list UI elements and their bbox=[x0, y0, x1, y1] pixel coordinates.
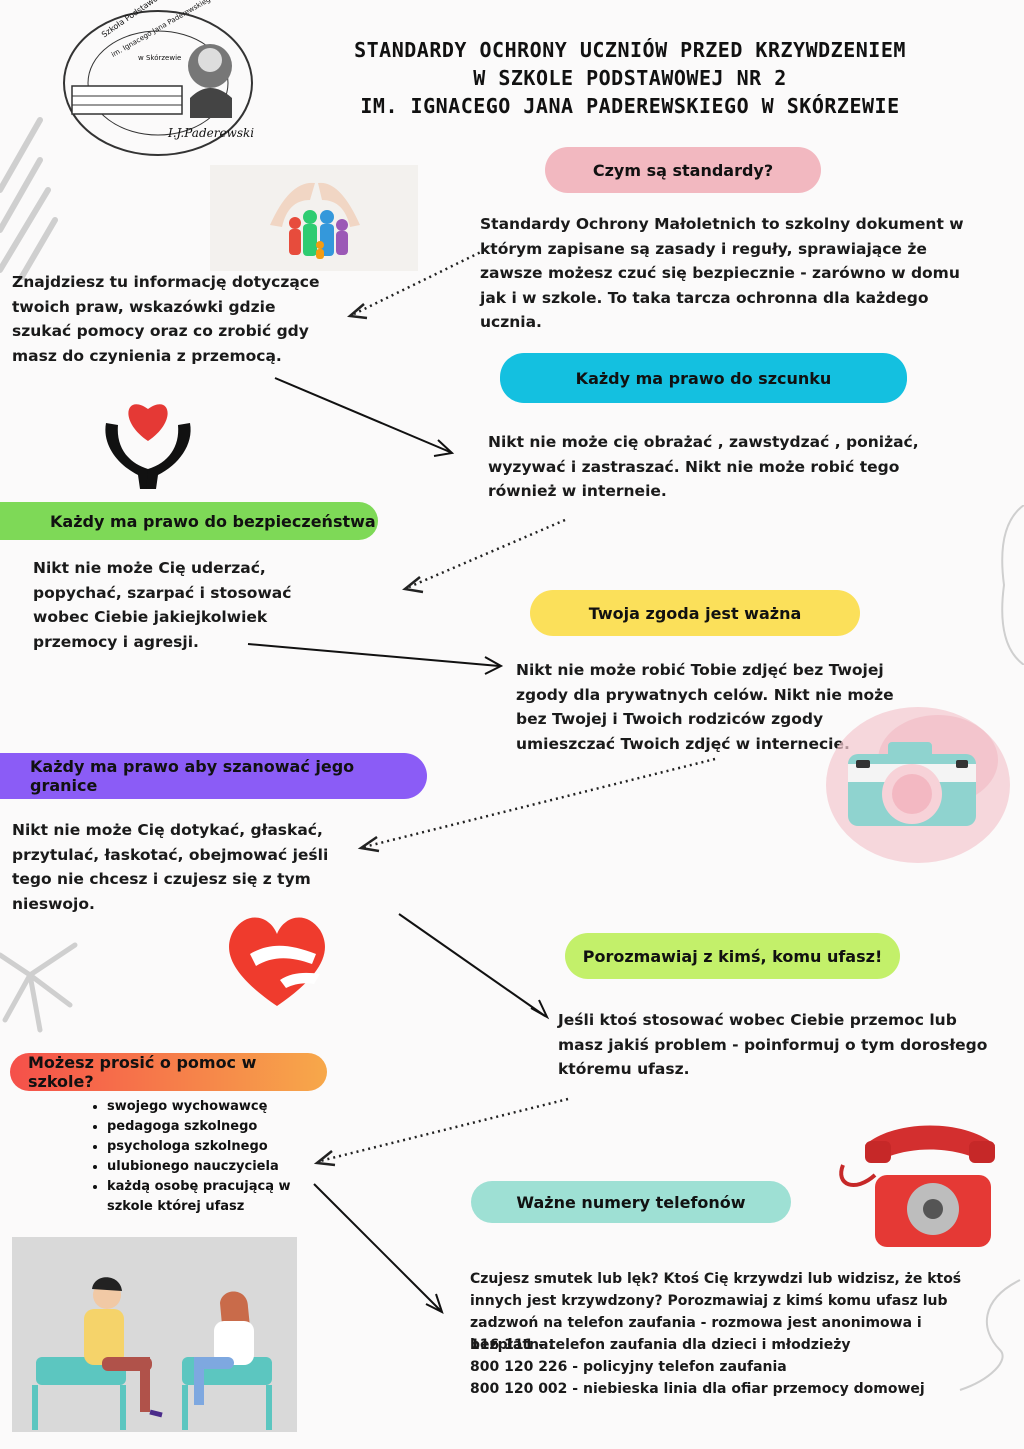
logo-school-line3: w Skórzewie bbox=[138, 54, 182, 62]
list-item: swojego wychowawcę bbox=[107, 1097, 317, 1117]
solid-arrow bbox=[313, 1183, 444, 1314]
text-intro: Znajdziesz tu informację dotyczące twoic… bbox=[12, 273, 320, 365]
solid-arrow bbox=[398, 913, 550, 1020]
heading-help: Możesz prosić o pomoc w szkole? bbox=[10, 1053, 327, 1091]
phone-line-1: 116 111 - telefon zaufania dla dzieci i … bbox=[470, 1337, 851, 1353]
heading-safety: Każdy ma prawo do bezpieczeństwa bbox=[0, 502, 378, 540]
dotted-arrow bbox=[347, 248, 486, 320]
heading-respect: Każdy ma prawo do szcunku bbox=[500, 353, 907, 403]
camera-icon bbox=[818, 690, 1024, 870]
text-respect: Nikt nie może cię obrażać , zawstydzać ,… bbox=[488, 433, 919, 500]
phone-line-3: 800 120 002 - niebieska linia dla ofiar … bbox=[470, 1381, 925, 1397]
heart-hands-icon bbox=[98, 385, 198, 493]
text-boundaries: Nikt nie może Cię dotykać, głaskać, przy… bbox=[12, 821, 329, 913]
dotted-arrow bbox=[313, 1097, 569, 1167]
dotted-arrow bbox=[402, 518, 566, 594]
text-safety: Nikt nie może Cię uderzać, popychać, sza… bbox=[33, 559, 292, 651]
title-line1: STANDARDY OCHRONY UCZNIÓW PRZED KRZYWDZE… bbox=[354, 38, 906, 62]
list-item: ulubionego nauczyciela bbox=[107, 1157, 317, 1177]
logo-signature: I.J.Paderewski bbox=[168, 126, 255, 140]
heading-consent: Twoja zgoda jest ważna bbox=[530, 590, 860, 636]
counseling-illustration bbox=[12, 1237, 297, 1432]
page-title: STANDARDY OCHRONY UCZNIÓW PRZED KRZYWDZE… bbox=[250, 36, 1010, 120]
heading-what: Czym są standardy? bbox=[545, 147, 821, 193]
dotted-arrow bbox=[357, 757, 716, 853]
family-protect-image bbox=[210, 165, 418, 271]
text-what: Standardy Ochrony Małoletnich to szkolny… bbox=[480, 215, 964, 331]
squiggle-decoration bbox=[959, 1279, 1021, 1391]
text-talk: Jeśli ktoś stosować wobec Ciebie przemoc… bbox=[558, 1011, 988, 1078]
list-item: psychologa szkolnego bbox=[107, 1137, 317, 1157]
list-item: pedagoga szkolnego bbox=[107, 1117, 317, 1137]
school-logo: Szkoła Podstawowa nr 2 im. Ignacego Jana… bbox=[60, 0, 255, 158]
hug-heart-icon bbox=[220, 910, 335, 1010]
title-line2: W SZKOLE PODSTAWOWEJ NR 2 bbox=[473, 66, 787, 90]
text-phones-intro: Czujesz smutek lub lęk? Ktoś Cię krzywdz… bbox=[470, 1271, 962, 1353]
solid-arrow bbox=[247, 643, 504, 675]
phone-line-2: 800 120 226 - policyjny telefon zaufania bbox=[470, 1359, 787, 1375]
list-item: każdą osobę pracującą w szkole której uf… bbox=[107, 1177, 317, 1217]
solid-arrow bbox=[274, 377, 455, 457]
help-list: swojego wychowawcę pedagoga szkolnego ps… bbox=[85, 1097, 317, 1217]
bracket-decoration bbox=[1001, 505, 1024, 665]
star-decoration bbox=[0, 942, 78, 1033]
title-line3: IM. IGNACEGO JANA PADEREWSKIEGO W SKÓRZE… bbox=[360, 94, 900, 118]
text-consent: Nikt nie może robić Tobie zdjęć bez Twoj… bbox=[516, 661, 894, 753]
red-phone-icon bbox=[835, 1115, 1015, 1255]
stripes-decoration bbox=[0, 117, 58, 280]
heading-boundaries: Każdy ma prawo aby szanować jego granice bbox=[0, 753, 427, 799]
heading-phones: Ważne numery telefonów bbox=[471, 1181, 791, 1223]
heading-talk: Porozmawiaj z kimś, komu ufasz! bbox=[565, 933, 900, 979]
